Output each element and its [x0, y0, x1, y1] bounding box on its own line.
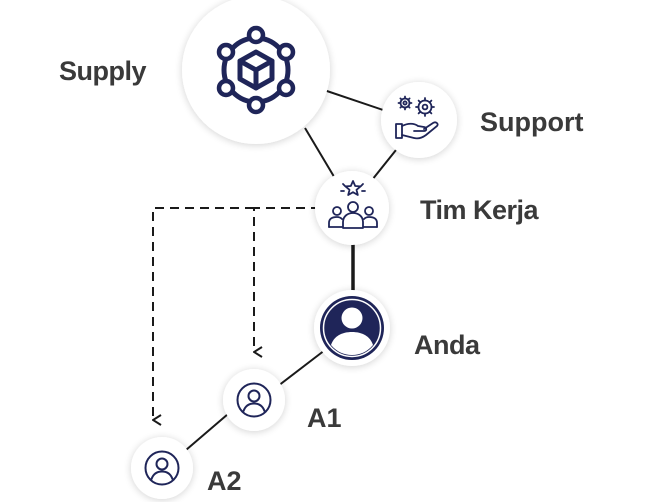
tim-kerja-label: Tim Kerja	[420, 195, 540, 225]
node-a1: A1	[223, 369, 342, 433]
node-supply: Supply	[59, 0, 330, 144]
support-label: Support	[480, 107, 583, 137]
edge-tim-kerja-a2-dashed	[152, 207, 254, 420]
edge-support-tim-kerja	[371, 144, 401, 181]
node-anda: Anda	[314, 290, 481, 366]
edge-tim-kerja-a1-dashed	[253, 207, 320, 352]
edge-supply-tim-kerja	[304, 127, 337, 181]
node-a2: A2	[131, 437, 242, 499]
network-nodes	[216, 25, 296, 115]
a2-label: A2	[207, 466, 242, 496]
gears-hand-icon	[395, 95, 439, 140]
node-support: Support	[381, 82, 583, 158]
supply-label: Supply	[59, 56, 146, 86]
user-outline-icon	[144, 450, 180, 486]
user-filled-icon	[320, 296, 384, 360]
anda-label: Anda	[414, 330, 481, 360]
edge-a1-a2	[185, 413, 229, 451]
edge-supply-support	[317, 87, 393, 114]
edges	[152, 87, 401, 451]
a1-label: A1	[307, 403, 342, 433]
team-star-icon	[328, 180, 378, 229]
user-outline-icon	[236, 382, 272, 418]
node-tim-kerja: Tim Kerja	[315, 171, 540, 245]
edge-anda-a1	[277, 349, 326, 387]
